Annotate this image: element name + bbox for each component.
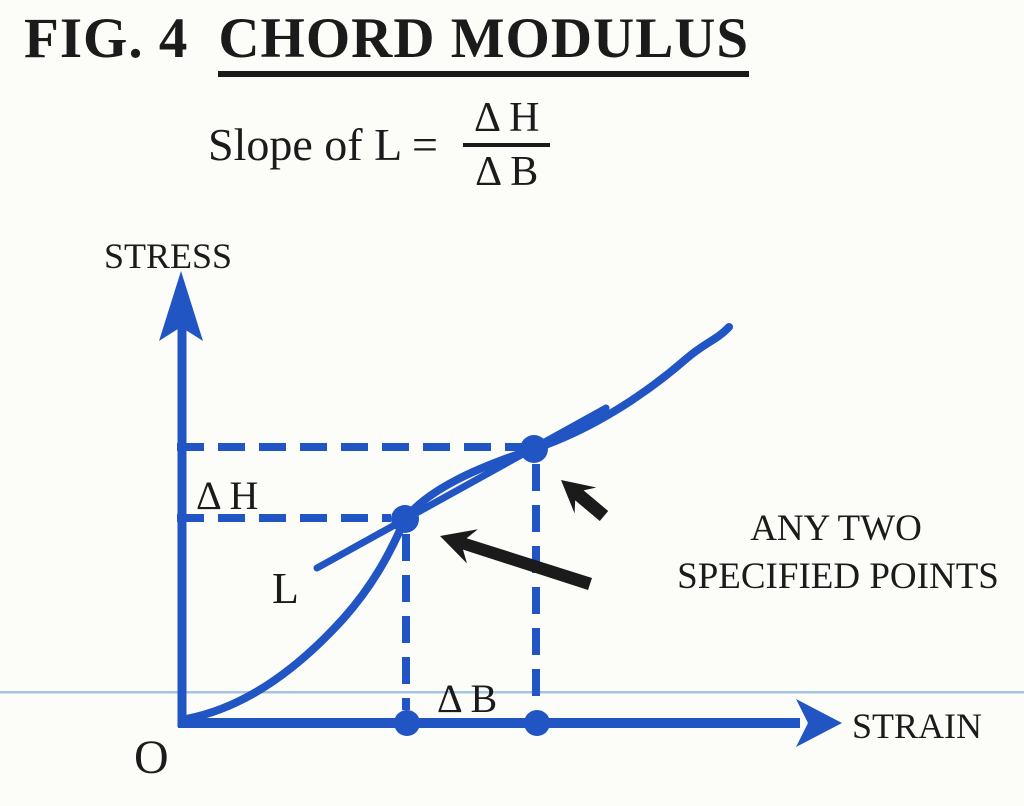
- figure-title: FIG. 4 CHORD MODULUS: [24, 7, 750, 77]
- chord-label: L: [272, 564, 299, 613]
- annotation-line-1: ANY TWO: [750, 508, 922, 549]
- figure-heading: CHORD MODULUS: [218, 7, 750, 77]
- figure-number: FIG. 4: [24, 7, 189, 70]
- upper-specified-point: [520, 435, 548, 463]
- y-axis-title: STRESS: [104, 236, 232, 276]
- right-axis-point: [524, 710, 550, 736]
- formula-numerator: Δ H: [473, 95, 540, 141]
- scan-artifact-line: [0, 691, 1024, 694]
- upper-callout-arrow-icon: [561, 480, 609, 521]
- origin-label: O: [134, 731, 169, 784]
- formula-fraction: Δ H Δ B: [462, 96, 552, 194]
- left-axis-point: [394, 710, 420, 736]
- stress-strain-curve: [182, 323, 733, 723]
- lower-specified-point: [391, 505, 419, 533]
- formula-denominator: Δ B: [463, 143, 551, 194]
- delta-h-label: Δ H: [196, 473, 258, 518]
- x-axis-title: STRAIN: [852, 706, 982, 746]
- delta-b-label: Δ B: [437, 676, 497, 721]
- y-axis-arrowhead-icon: [159, 271, 203, 341]
- x-axis-arrowhead-icon: [796, 699, 842, 747]
- slope-formula: Slope of L = Δ H Δ B: [208, 96, 551, 194]
- formula-lhs: Slope of L =: [208, 119, 438, 171]
- annotation-line-2: SPECIFIED POINTS: [677, 556, 999, 597]
- chord-line: [313, 404, 610, 572]
- lower-callout-arrow-icon: [440, 529, 592, 590]
